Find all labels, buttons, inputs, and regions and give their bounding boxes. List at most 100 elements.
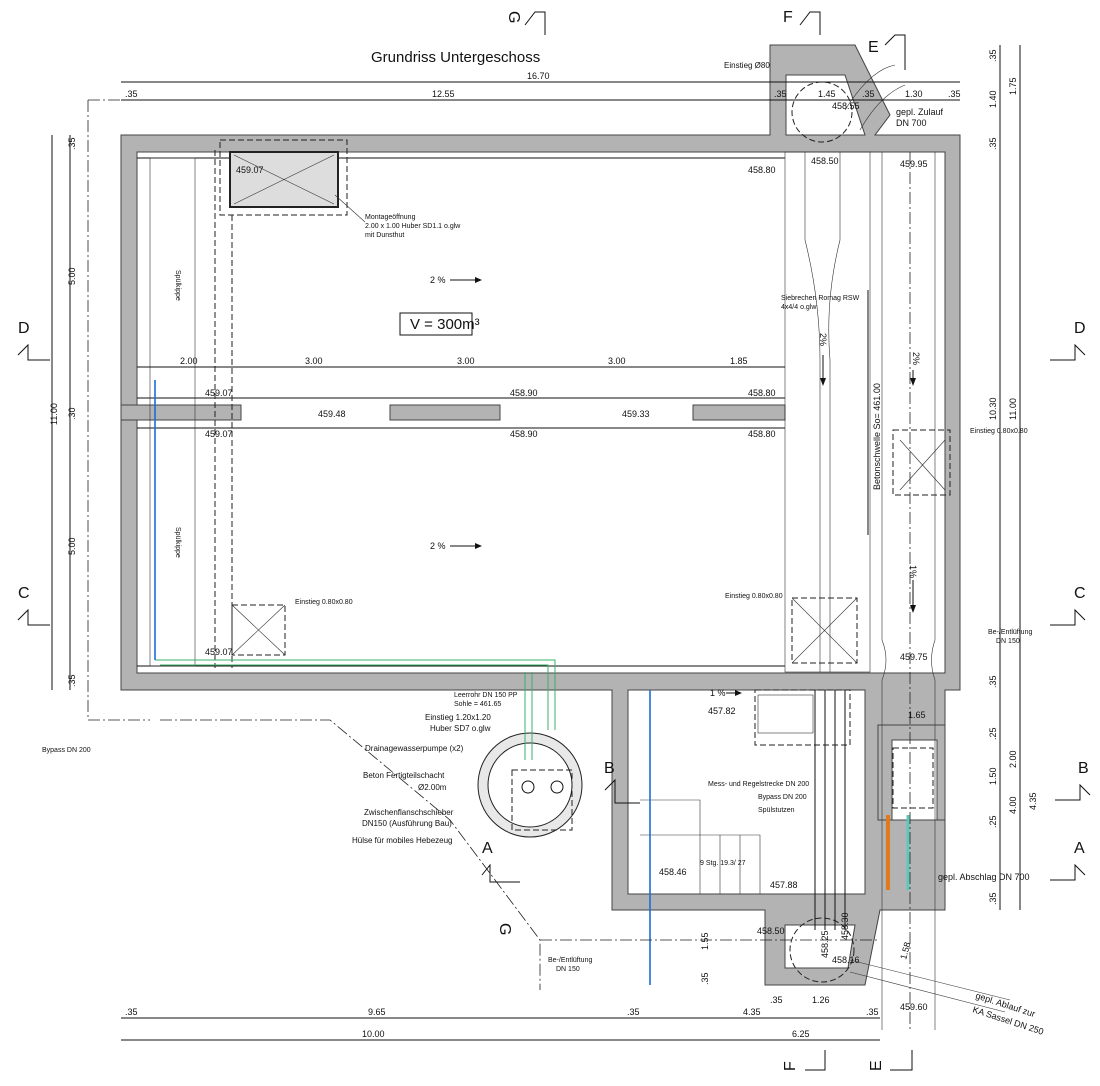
dim-label: 3.00	[608, 356, 626, 366]
dim-label: 12.55	[432, 89, 455, 99]
slope-label: 2%	[911, 352, 921, 365]
level-label: 458.50	[757, 926, 785, 936]
level-label: 458.80	[748, 165, 776, 175]
dim-label: .35	[125, 89, 138, 99]
label-einstieg-small: Einstieg 0.80x0.80	[725, 593, 783, 600]
dim-label: .35	[627, 1007, 640, 1017]
dim-label: .35	[67, 137, 77, 150]
label-mess-regelstrecke: Mess- und Regelstrecke DN 200	[708, 781, 809, 788]
level-label: 457.88	[770, 880, 798, 890]
dim-label: .30	[67, 407, 77, 420]
section-a-left: A	[482, 840, 493, 857]
label-einstieg-120: Einstieg 1.20x1.20	[425, 713, 491, 722]
label-schacht-diameter: Ø2.00m	[418, 783, 447, 792]
level-label: 458.55	[832, 101, 860, 111]
dim-label: 16.70	[527, 71, 550, 81]
dim-label: 4.00	[1008, 796, 1018, 814]
section-c-left: C	[18, 585, 30, 602]
dim-label: .35	[948, 89, 961, 99]
level-label: 459.95	[900, 159, 928, 169]
section-b-left: B	[604, 760, 615, 777]
level-label: 458.80	[748, 388, 776, 398]
label-bypass: Bypass DN 200	[42, 747, 91, 754]
section-f-top: F	[783, 9, 793, 26]
label-treppe: 9 Stg. 19.3/ 27	[700, 860, 746, 867]
label-zulauf-dn: DN 700	[896, 118, 927, 128]
level-label: 458.16	[832, 955, 860, 965]
slope-label: 2%	[818, 333, 828, 346]
dim-label: 3.00	[305, 356, 323, 366]
label-schacht: Beton Fertigteilschacht	[363, 771, 445, 780]
label-montage: Montageöffnung	[365, 214, 416, 221]
section-e-top: E	[868, 39, 879, 56]
dim-label: 1.85	[730, 356, 748, 366]
dim-label: .35	[700, 972, 710, 985]
level-label: 459.07	[236, 165, 264, 175]
dim-label: .35	[770, 995, 783, 1005]
dim-label: .35	[125, 1007, 138, 1017]
section-b-right: B	[1078, 760, 1089, 777]
label-huelse: Hülse für mobiles Hebezeug	[352, 836, 453, 845]
label-siebrechen-size: 4x4/4 o.glw	[781, 304, 817, 311]
volume-label: V = 300m³	[410, 316, 480, 333]
label-beluftung: Be-/Entlüftung	[988, 629, 1032, 636]
elevation-levels: 459.07 458.80 459.07 458.90 458.80 459.0…	[205, 101, 928, 1012]
level-label: 458.30	[840, 912, 850, 940]
slope-annotations: 2 % 2 % 2% 2% 1% 1 %	[430, 275, 921, 698]
section-f-bottom: F	[782, 1061, 799, 1071]
dim-label: .25	[988, 727, 998, 740]
label-beluftung-dn: DN 150	[556, 966, 580, 973]
dim-label: .35	[862, 89, 875, 99]
dimension-labels: 16.70 .35 12.55 .35 1.45 .35 1.30 .35 .3…	[49, 49, 1038, 1039]
slope-label: 1%	[908, 565, 918, 578]
section-g-top: G	[505, 11, 522, 23]
label-einstieg-80: Einstieg Ø80	[724, 61, 770, 70]
slope-label: 1 %	[710, 688, 726, 698]
dim-label: .35	[774, 89, 787, 99]
slope-label: 2 %	[430, 541, 446, 551]
level-label: 457.82	[708, 706, 736, 716]
label-schieber-dn: DN150 (Ausführung Bau)	[362, 819, 452, 828]
section-g-bottom: G	[496, 923, 513, 935]
label-abschlag: gepl. Abschlag DN 700	[938, 872, 1030, 882]
dim-label: 1.45	[818, 89, 836, 99]
dim-label: 2.00	[1008, 750, 1018, 768]
dim-label: 3.00	[457, 356, 475, 366]
slope-label: 2 %	[430, 275, 446, 285]
label-siebrechen: Siebrechen Romag RSW	[781, 295, 860, 302]
dim-label: 1.58	[898, 941, 912, 961]
dim-label: 11.00	[1008, 398, 1018, 420]
section-d-right: D	[1074, 320, 1086, 337]
dim-label: 5.00	[67, 537, 77, 555]
level-label: 459.60	[900, 1002, 928, 1012]
label-einstieg-small: Einstieg 0.80x0.80	[970, 428, 1028, 435]
dim-label: 10.30	[988, 397, 998, 420]
dim-label: .35	[988, 675, 998, 688]
label-betonschwelle: Betonschwelle So= 461.00	[872, 383, 882, 490]
dim-label: 2.00	[180, 356, 198, 366]
dim-label: 6.25	[792, 1029, 810, 1039]
dim-label: 1.75	[1008, 77, 1018, 95]
dim-label: 4.35	[743, 1007, 761, 1017]
inner-structure	[87, 64, 1011, 1030]
level-label: 459.07	[205, 388, 233, 398]
level-label: 458.90	[510, 388, 538, 398]
level-label: 459.33	[622, 409, 650, 419]
level-label: 459.48	[318, 409, 346, 419]
label-spuelkippe: Spülkippe	[174, 270, 181, 301]
section-a-right: A	[1074, 840, 1085, 857]
level-label: 459.75	[900, 652, 928, 662]
label-schieber: Zwischenflanschschieber	[364, 808, 454, 817]
dim-label: 10.00	[362, 1029, 385, 1039]
dim-label: 1.40	[988, 90, 998, 108]
label-pumpe: Drainagewasserpumpe (x2)	[365, 744, 464, 753]
dim-label: .35	[866, 1007, 879, 1017]
level-label: 458.90	[510, 429, 538, 439]
label-einstieg-huber: Huber SD7 o.glw	[430, 724, 491, 733]
dim-label: 1.30	[905, 89, 923, 99]
dim-label: 1.50	[988, 767, 998, 785]
label-spuelkippe: Spülkippe	[174, 527, 181, 558]
dim-label: .25	[988, 815, 998, 828]
level-label: 458.80	[748, 429, 776, 439]
